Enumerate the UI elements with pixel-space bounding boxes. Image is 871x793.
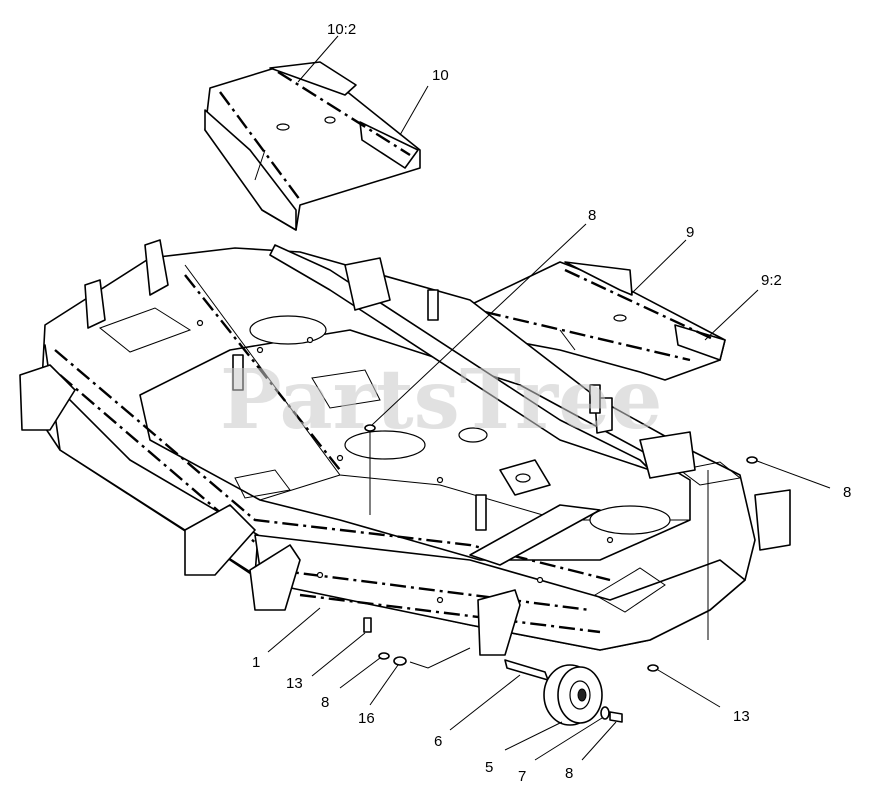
callout-6: 6 xyxy=(434,733,442,750)
watermark: PartsTree xyxy=(220,352,662,448)
callout-9: 9 xyxy=(686,224,694,241)
hardware xyxy=(363,424,758,672)
nut-8-top xyxy=(364,424,376,432)
baffle-part-9 xyxy=(469,261,726,381)
nut-8-bottom-left xyxy=(378,652,390,660)
callout-5: 5 xyxy=(485,759,493,776)
bolt-13-left xyxy=(363,617,372,633)
callout-9-2: 9:2 xyxy=(761,272,782,289)
callout-16: 16 xyxy=(358,710,375,727)
callout-8-right: 8 xyxy=(843,484,851,501)
callout-8-bottom: 8 xyxy=(565,765,573,782)
wheel-assembly xyxy=(504,659,623,726)
washer-16 xyxy=(393,656,407,666)
callout-10: 10 xyxy=(432,67,449,84)
bolt-13-right xyxy=(647,664,659,672)
callout-10-2: 10:2 xyxy=(327,21,356,38)
callout-7: 7 xyxy=(518,768,526,785)
nut-8-right xyxy=(746,456,758,464)
deck-part-1 xyxy=(19,239,791,656)
callout-13-left: 13 xyxy=(286,675,303,692)
baffle-part-10 xyxy=(204,61,421,231)
callout-1: 1 xyxy=(252,654,260,671)
leader-lines xyxy=(267,35,831,761)
callout-13-right: 13 xyxy=(733,708,750,725)
callout-8-top: 8 xyxy=(588,207,596,224)
callout-8-bottom-left: 8 xyxy=(321,694,329,711)
